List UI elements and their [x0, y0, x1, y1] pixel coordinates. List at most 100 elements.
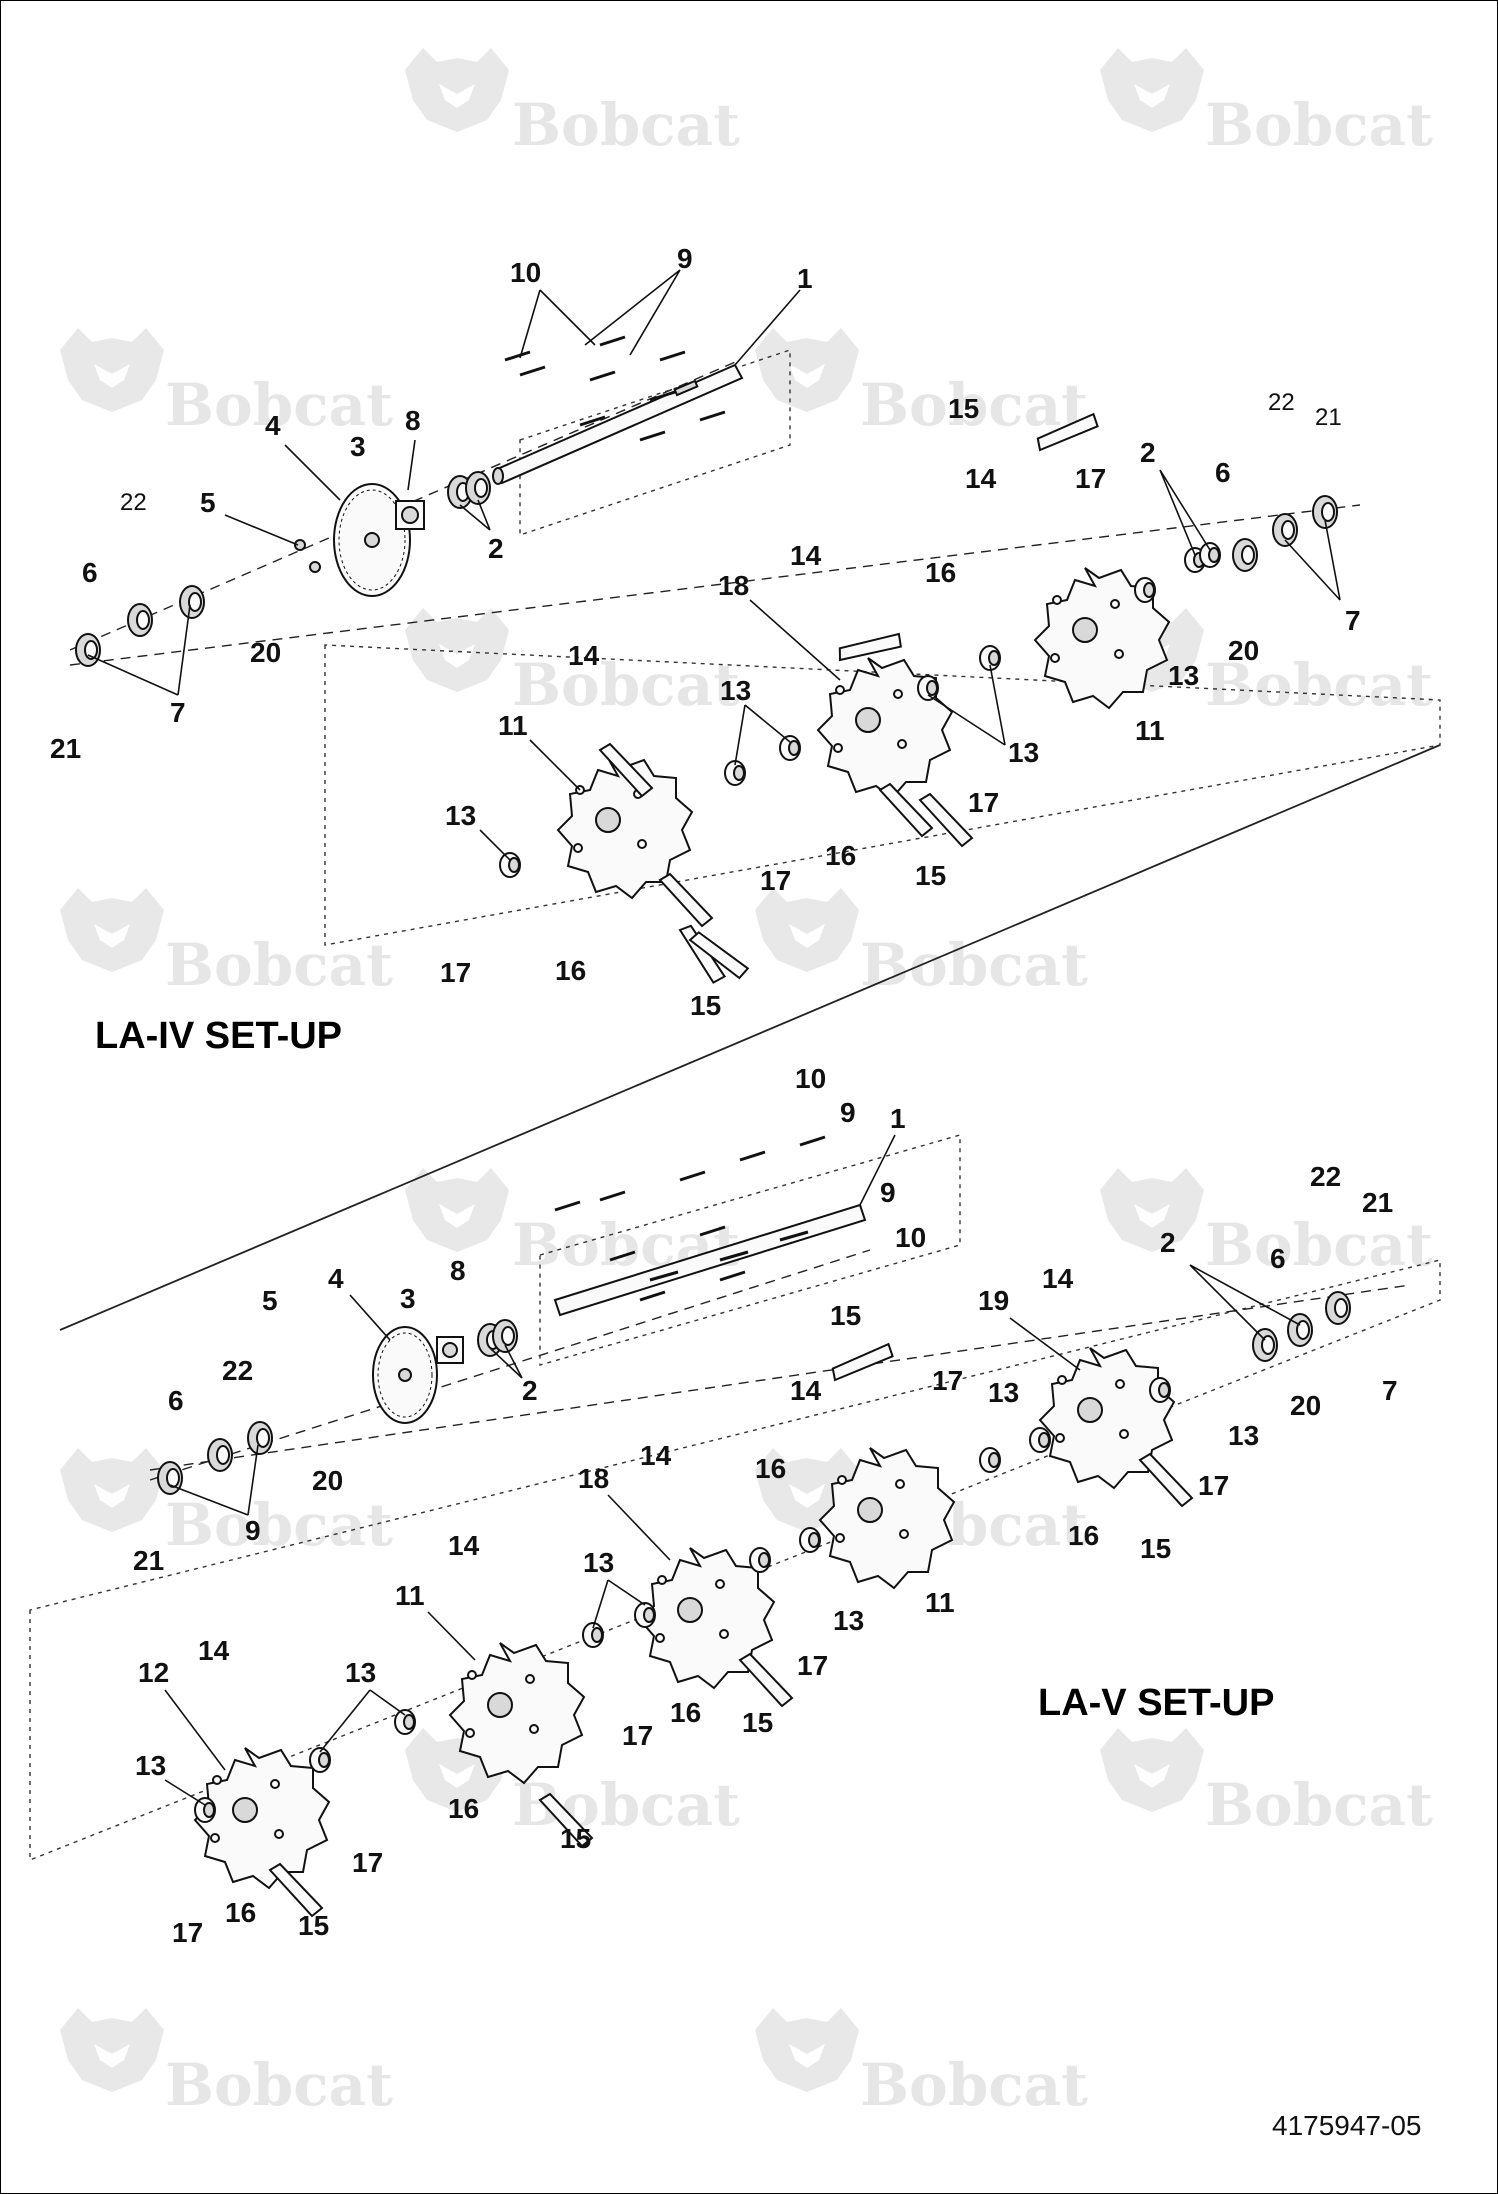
callout-6: 6 [1270, 1243, 1286, 1274]
callout-9: 9 [840, 1097, 856, 1128]
figure-number: 4175947-05 [1272, 2110, 1421, 2141]
callout-11: 11 [395, 1580, 425, 1611]
callout-20: 20 [250, 637, 281, 668]
callout-16: 16 [448, 1793, 479, 1824]
bolt [309, 561, 321, 573]
callout-21: 21 [133, 1545, 164, 1576]
sprocket [333, 483, 411, 597]
callout-8: 8 [450, 1255, 466, 1286]
watermark-text: Bobcat [860, 931, 1088, 999]
callout-14: 14 [790, 540, 822, 571]
la-iv-assembly [69, 335, 1441, 987]
watermark-text: Bobcat [1205, 1771, 1433, 1839]
callout-20: 20 [1290, 1390, 1321, 1421]
callout-1: 1 [890, 1103, 906, 1134]
callout-15: 15 [915, 860, 946, 891]
callout-16: 16 [670, 1697, 701, 1728]
shaft-key [673, 379, 699, 397]
keys [504, 335, 726, 442]
callout-16: 16 [1068, 1520, 1099, 1551]
callout-1: 1 [797, 263, 813, 294]
callout-9: 9 [245, 1515, 261, 1546]
callout-8: 8 [405, 405, 421, 436]
callout-15: 15 [742, 1707, 773, 1738]
callout-14: 14 [568, 640, 600, 671]
callout-13: 13 [135, 1750, 166, 1781]
callout-17: 17 [968, 787, 999, 818]
tine-group-box [29, 1259, 1441, 1862]
callout-17: 17 [797, 1650, 828, 1681]
callout-14: 14 [1042, 1263, 1074, 1294]
shaft [553, 1203, 867, 1317]
watermark-text: Bobcat [1205, 651, 1433, 719]
callout-16: 16 [755, 1453, 786, 1484]
sprocket [372, 1326, 438, 1424]
callout-4: 4 [265, 410, 281, 441]
callout-2: 2 [522, 1375, 538, 1406]
callout-6: 6 [1215, 457, 1231, 488]
callout-22: 22 [222, 1355, 253, 1386]
watermark-text: Bobcat [512, 91, 740, 159]
lower-axis [149, 1284, 1411, 1471]
watermark-text: Bobcat [860, 371, 1088, 439]
callout-17: 17 [1198, 1470, 1229, 1501]
watermark-text: Bobcat [165, 931, 393, 999]
callout-21: 21 [50, 733, 81, 764]
callout-22: 22 [120, 489, 147, 516]
watermark-text: Bobcat [165, 2051, 393, 2119]
la-iv-callouts: 1 9 10 8 3 4 2 5 22 6 20 7 21 15 14 17 2… [50, 243, 1361, 1021]
callout-20: 20 [1228, 635, 1259, 666]
callout-6: 6 [82, 557, 98, 588]
callout-3: 3 [400, 1283, 416, 1314]
callout-13: 13 [583, 1547, 614, 1578]
callout-15: 15 [1140, 1533, 1171, 1564]
callout-12: 12 [138, 1657, 169, 1688]
callout-18: 18 [718, 570, 749, 601]
callout-15: 15 [948, 393, 979, 424]
callout-22: 22 [1268, 389, 1295, 416]
callout-14: 14 [640, 1440, 672, 1471]
shaft [493, 363, 744, 485]
shaft-keys [649, 1230, 809, 1282]
callout-13: 13 [1008, 737, 1039, 768]
callout-20: 20 [312, 1465, 343, 1496]
callout-10: 10 [895, 1222, 926, 1253]
keys [554, 1135, 826, 1302]
callout-5: 5 [200, 487, 216, 518]
callout-15: 15 [560, 1823, 591, 1854]
callout-11: 11 [925, 1587, 955, 1618]
watermark-text: Bobcat [860, 2051, 1088, 2119]
callout-10: 10 [510, 257, 541, 288]
callout-17: 17 [622, 1720, 653, 1751]
callout-9: 9 [880, 1177, 896, 1208]
la-v-assembly [29, 1134, 1441, 1917]
callout-13: 13 [1168, 660, 1199, 691]
shaft-end [492, 467, 504, 485]
callout-7: 7 [1345, 605, 1361, 636]
callout-14: 14 [790, 1375, 822, 1406]
callout-9: 9 [677, 243, 693, 274]
callout-22: 22 [1310, 1161, 1341, 1192]
callout-18: 18 [578, 1463, 609, 1494]
callout-10: 10 [795, 1063, 826, 1094]
callout-7: 7 [1382, 1375, 1398, 1406]
callout-14: 14 [448, 1530, 480, 1561]
callout-15: 15 [298, 1910, 329, 1941]
la-v-callouts: 10 9 1 9 10 8 3 4 5 2 22 6 20 9 21 22 21… [133, 1063, 1398, 1948]
callout-13: 13 [1228, 1420, 1259, 1451]
callout-3: 3 [350, 431, 366, 462]
callout-13: 13 [445, 800, 476, 831]
callout-5: 5 [262, 1285, 278, 1316]
hub [395, 500, 425, 530]
callout-11: 11 [1135, 715, 1165, 746]
watermark-text: Bobcat [165, 1491, 393, 1559]
bolt [294, 539, 306, 551]
callout-2: 2 [1140, 437, 1156, 468]
callout-19: 19 [978, 1285, 1009, 1316]
callout-16: 16 [825, 840, 856, 871]
callout-21: 21 [1362, 1187, 1393, 1218]
callout-21: 21 [1315, 404, 1342, 431]
lower-axis [69, 504, 1361, 666]
la-v-title: LA-V SET-UP [1038, 1682, 1274, 1724]
